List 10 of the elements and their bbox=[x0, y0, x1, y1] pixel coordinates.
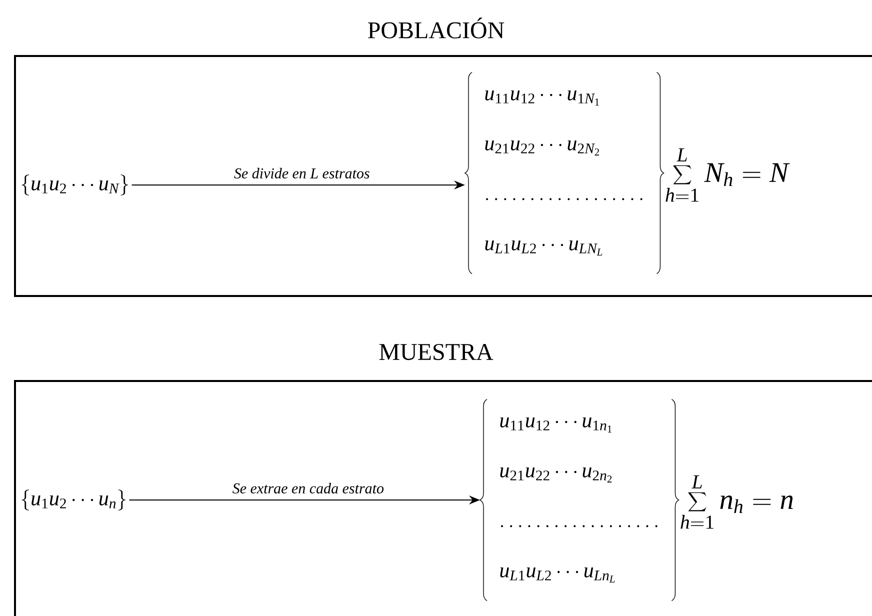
braced-group: $u_{11}u_{12}\cdots u_{1N_1}$ $u_{21}u_{22}\cdots u_{2N_2}$ $\ldots\ldots\ldots\ldots\ldots\ldots$ $u_{L1}u_{L2}\cdots u_{LN_L}$ bbox=[464, 72, 664, 274]
sum-formula: $\sum_{h=1}^{L} N_h = N$ bbox=[666, 148, 790, 202]
edge-label: Se extrae en cada estrato bbox=[232, 482, 384, 494]
braced-group: $u_{11}u_{12}\cdots u_{1n_1}$ $u_{21}u_{22}\cdots u_{2n_2}$ $\ldots\ldots\ldots\ldots\ldots\ldots$ $u_{L1}u_{L2}\cdots u_{Ln_L}$ bbox=[480, 399, 680, 601]
edge-label: Se divide en L estratos bbox=[234, 168, 370, 178]
set-formula: $\{u_1 u_2 \cdots u_N\}$ bbox=[22, 174, 128, 196]
set-formula: $\{u_1 u_2 \cdots u_n\}$ bbox=[22, 490, 126, 510]
node-label: POBLACIÓN bbox=[368, 18, 504, 38]
sum-formula: $\sum_{h=1}^{L} n_h = n$ bbox=[680, 475, 793, 529]
node-label: MUESTRA bbox=[379, 344, 494, 360]
